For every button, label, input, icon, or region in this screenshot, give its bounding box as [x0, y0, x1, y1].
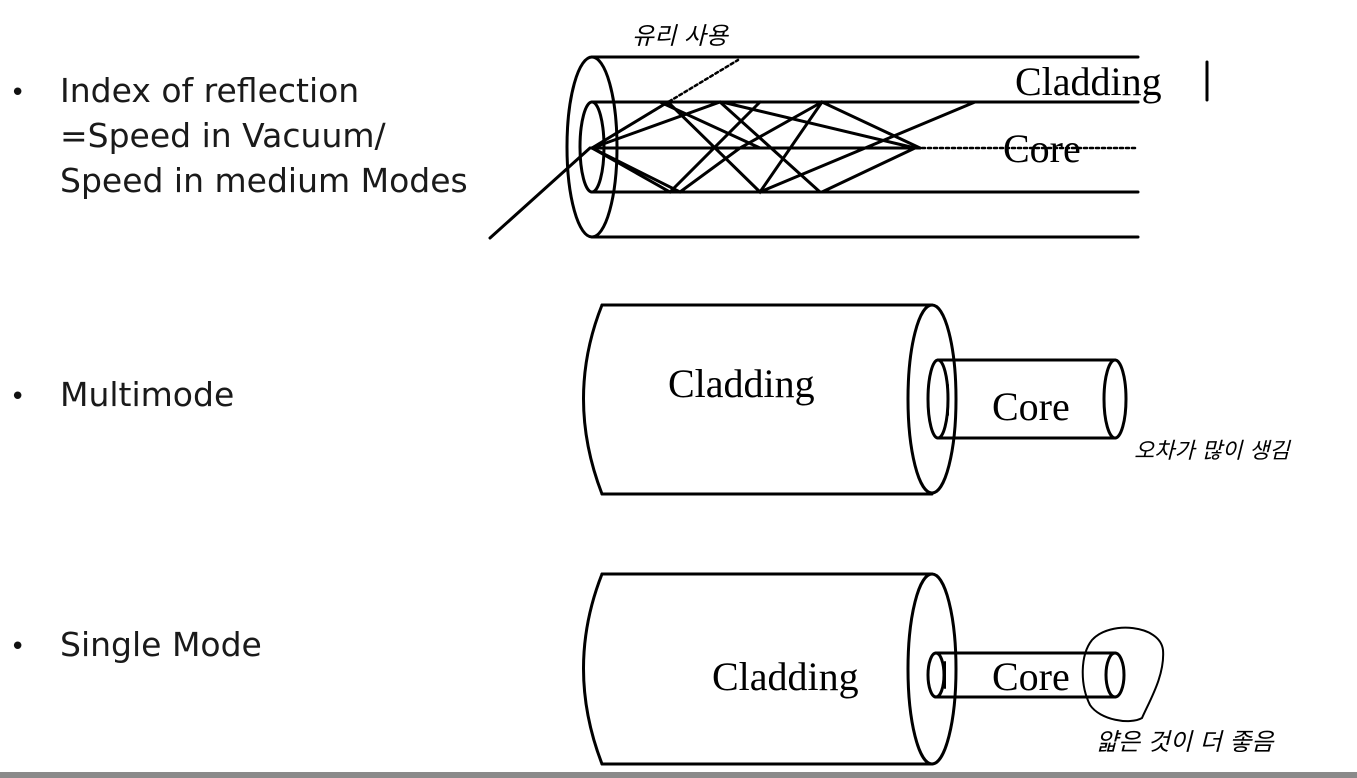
- handwritten-annotation: 얇은 것이 더 좋음: [1096, 728, 1275, 756]
- footer-bar: [0, 772, 1357, 778]
- cladding-label: Cladding: [712, 654, 859, 699]
- bullet-line: =Speed in Vacuum/: [60, 116, 386, 155]
- multimode-fiber-diagram: [582, 303, 1128, 496]
- bullet-line: Speed in medium Modes: [60, 161, 468, 200]
- single-mode-fiber-diagram: [582, 572, 1165, 766]
- hand-drawn-circle: [1081, 626, 1165, 723]
- core-end-ellipse: [1102, 358, 1128, 440]
- core-label: Core: [992, 384, 1070, 429]
- cladding-back-arc: [582, 572, 604, 766]
- cladding-end-ellipse: [906, 303, 958, 495]
- bullet-line: Index of reflection: [60, 71, 360, 110]
- core-end-ellipse: [1104, 651, 1126, 699]
- ray-path-5: [590, 100, 824, 194]
- bullet-text: Single Mode: [60, 625, 262, 664]
- cladding-end-ellipse: [906, 572, 958, 766]
- bullet-dot: •: [10, 78, 26, 108]
- bullet-dot: •: [10, 382, 26, 412]
- ray-path-7: [758, 100, 977, 194]
- cladding-label: Cladding: [668, 361, 815, 406]
- cladding-label: Cladding: [1015, 59, 1162, 104]
- bullet-text: Multimode: [60, 375, 235, 414]
- handwritten-annotation: 유리 사용: [632, 22, 730, 50]
- ray-path-8: [720, 100, 917, 150]
- core-label: Core: [992, 654, 1070, 699]
- fiber-propagation-diagram: [488, 55, 1209, 240]
- core-label: Core: [1003, 126, 1081, 171]
- incoming-ray-line: [488, 146, 592, 240]
- bullet-dot: •: [10, 632, 26, 662]
- cladding-back-arc: [582, 303, 604, 496]
- core-hole-ellipse: [926, 358, 950, 440]
- handwritten-annotation: 오차가 많이 생김: [1134, 439, 1291, 464]
- bullet-text: Index of reflection =Speed in Vacuum/ Sp…: [60, 68, 468, 203]
- core-hole-ellipse: [926, 651, 946, 699]
